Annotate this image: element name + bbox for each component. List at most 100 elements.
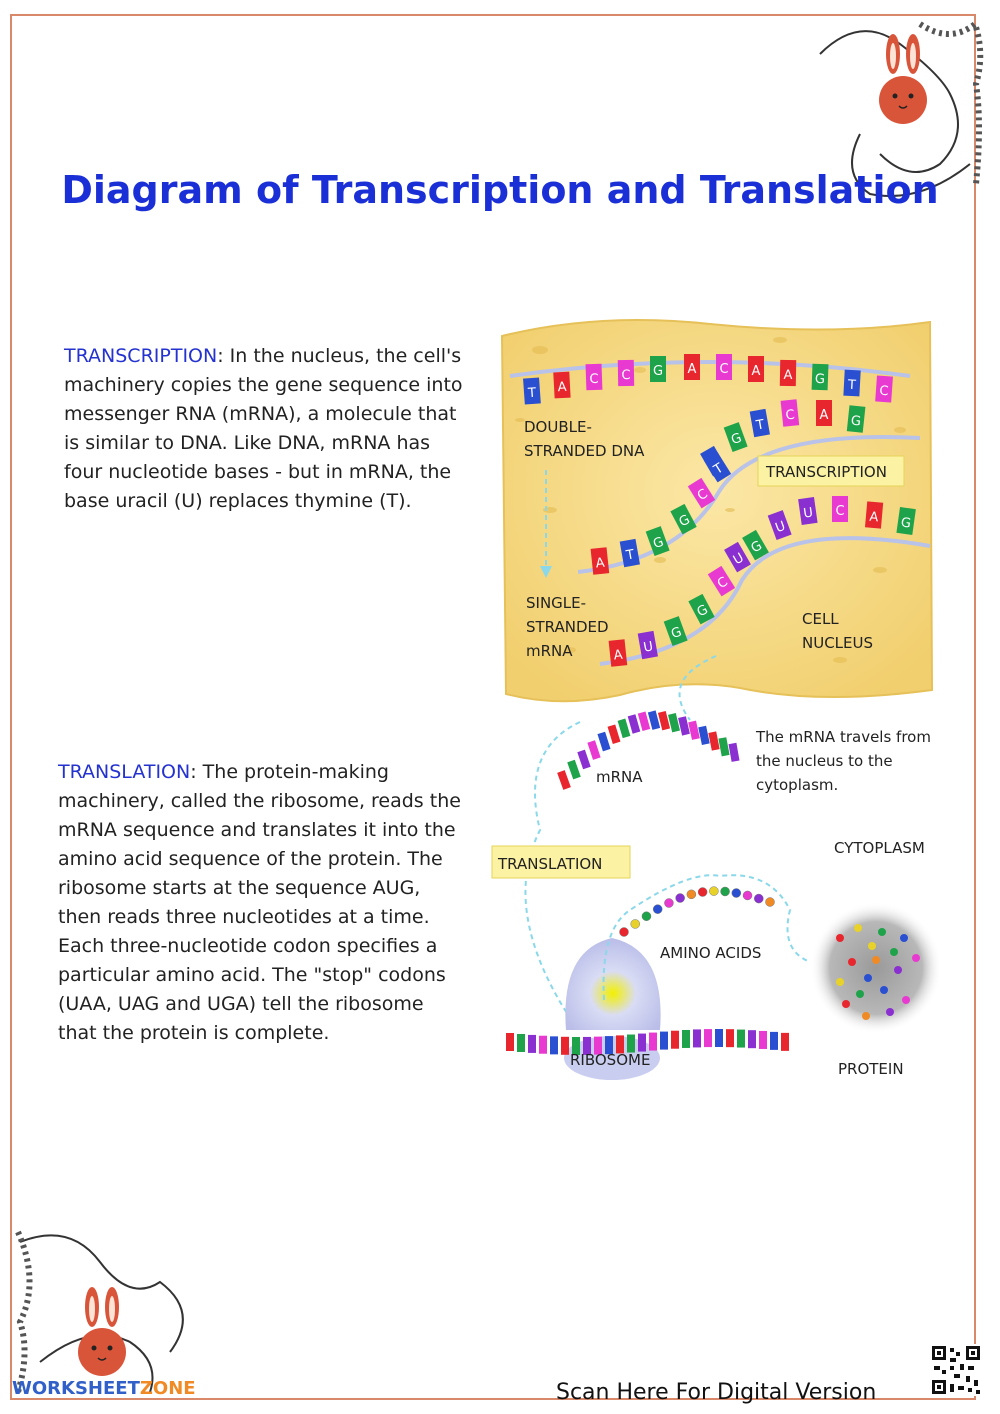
protein-bead: [842, 1000, 850, 1008]
amino-acid-bead: [720, 886, 730, 897]
mrna-ribosome-nucleotide: [715, 1029, 723, 1048]
mrna-travel-nucleotide: [698, 725, 710, 746]
dna-top-base: A: [779, 359, 797, 387]
amino-acid-bead: [619, 927, 629, 937]
protein-bead: [886, 1008, 894, 1016]
dna-top-base-letter: A: [557, 380, 567, 395]
label-cytoplasm: CYTOPLASM: [834, 839, 925, 857]
protein-bead: [900, 934, 908, 942]
label-ribosome: RIBOSOME: [570, 1051, 650, 1069]
label-travel-1: The mRNA travels from: [755, 728, 931, 746]
amino-acid-bead: [664, 898, 674, 908]
protein-bead: [890, 948, 898, 956]
mrna-upper-base: G: [742, 529, 769, 561]
mrna-lower-base: U: [724, 541, 751, 573]
dna-top-base: G: [650, 356, 666, 382]
dna-top-base-letter: C: [719, 362, 728, 377]
protein-bead: [862, 1012, 870, 1020]
dna-top-base-letter: C: [621, 368, 630, 383]
dna-middle-base-letter: T: [754, 417, 765, 433]
dna-middle-base-letter: A: [820, 408, 829, 423]
protein-bead: [836, 934, 844, 942]
dna-lower-base: G: [670, 503, 697, 535]
dna-lower-base: T: [703, 451, 732, 483]
brand-logo: WORKSHEETZONE: [12, 1378, 196, 1399]
mrna-upper-base: A: [864, 501, 884, 529]
protein-bead: [868, 942, 876, 950]
amino-acid-bead: [697, 887, 708, 897]
amino-acid-bead: [709, 886, 719, 896]
mrna-ribosome-nucleotide: [682, 1029, 690, 1048]
protein-bead: [894, 966, 902, 974]
label-transcription: TRANSCRIPTION: [765, 463, 887, 481]
dna-top-base-letter: A: [688, 362, 697, 377]
dna-middle-base-letter: G: [729, 431, 744, 449]
dna-top-base: T: [843, 369, 861, 397]
amino-acid-bead: [765, 897, 775, 907]
mrna-ribosome-nucleotide: [583, 1036, 591, 1055]
mrna-travel-nucleotide: [708, 731, 720, 751]
dna-top-base: C: [716, 354, 732, 380]
dna-top-base: C: [585, 363, 603, 391]
mrna-travel-nucleotide: [617, 718, 631, 739]
label-protein: PROTEIN: [838, 1060, 904, 1078]
label-amino-acids: AMINO ACIDS: [660, 944, 761, 962]
mrna-travel-nucleotide: [577, 749, 591, 770]
mrna-upper-base: U: [767, 510, 792, 541]
protein-bead: [902, 996, 910, 1004]
mrna-ribosome-nucleotide: [693, 1029, 701, 1048]
mrna-lower-base-letter: G: [669, 625, 684, 643]
mrna-lower-base: G: [663, 616, 688, 647]
mrna-ribosome-nucleotide: [726, 1029, 734, 1048]
mrna-travel-nucleotide: [627, 714, 641, 734]
mrna-upper-base: C: [832, 496, 848, 522]
label-double-stranded-1: DOUBLE-: [524, 418, 592, 436]
amino-acid-bead: [675, 893, 685, 903]
transcription-paragraph: TRANSCRIPTION: In the nucleus, the cell'…: [64, 342, 464, 516]
mrna-ribosome-nucleotide: [550, 1036, 558, 1055]
dna-middle-base: G: [846, 405, 866, 433]
label-travel-3: cytoplasm.: [756, 776, 838, 794]
mrna-ribosome-nucleotide: [759, 1030, 767, 1049]
page-border: [10, 14, 976, 1400]
arrow-head: [540, 566, 552, 578]
scan-text: Scan Here For Digital Version: [556, 1380, 877, 1405]
dna-top-base-letter: C: [879, 384, 889, 400]
amino-acid-bead: [754, 893, 764, 904]
mrna-ribosome-nucleotide: [572, 1036, 580, 1055]
mrna-upper-base-letter: U: [802, 505, 814, 521]
mrna-upper-base: G: [896, 507, 916, 535]
mrna-travel-nucleotide: [657, 710, 671, 731]
dna-middle-base-letter: G: [850, 414, 862, 430]
dna-top-base-letter: G: [815, 372, 826, 387]
mrna-travel-nucleotide: [718, 737, 730, 757]
label-nucleus: NUCLEUS: [802, 634, 873, 652]
mrna-travel-nucleotide: [728, 742, 740, 762]
label-mrna: mRNA: [596, 768, 643, 786]
mrna-ribosome-nucleotide: [704, 1029, 712, 1048]
protein-bead: [872, 956, 880, 964]
dna-top-base: G: [811, 363, 829, 391]
protein-bead: [848, 958, 856, 966]
label-single-stranded-1: SINGLE-: [526, 594, 586, 612]
mrna-through-ribosome: [506, 1029, 789, 1055]
bunny-icon: [879, 34, 927, 124]
mrna-lower-base: G: [688, 593, 715, 625]
dna-middle-base: T: [749, 408, 770, 438]
qr-code-icon[interactable]: [930, 1344, 982, 1396]
mrna-lower-base-letter: U: [642, 639, 654, 655]
dna-top-base: T: [523, 377, 541, 405]
dna-lower-base: C: [687, 477, 716, 509]
dna-top-base-letter: T: [847, 378, 857, 393]
mrna-ribosome-nucleotide: [517, 1033, 525, 1052]
translation-paragraph: TRANSLATION: The protein-making machiner…: [58, 758, 463, 1048]
mrna-travel-nucleotide: [597, 731, 611, 752]
dna-middle-base: A: [816, 400, 832, 426]
translation-text: : The protein-making machinery, called t…: [58, 761, 461, 1044]
mrna-upper-base-letter: G: [900, 515, 912, 531]
protein-bead: [880, 986, 888, 994]
mrna-ribosome-nucleotide: [781, 1032, 789, 1051]
